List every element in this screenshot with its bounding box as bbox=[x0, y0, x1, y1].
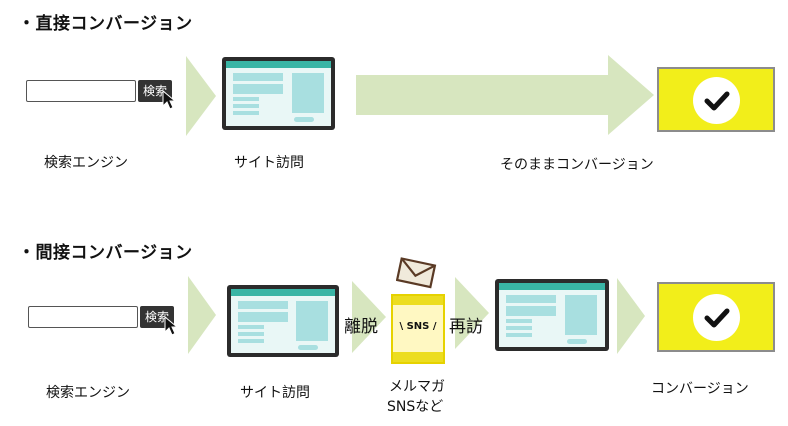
sns-card: \ SNS / bbox=[391, 294, 445, 364]
label-conversion-indirect: コンバージョン bbox=[651, 381, 749, 397]
arrow-final bbox=[617, 278, 645, 354]
arrow-leave bbox=[352, 281, 386, 353]
site-tablet-direct bbox=[222, 57, 335, 130]
sns-card-text: \ SNS / bbox=[399, 321, 437, 332]
arrow-direct-long bbox=[356, 55, 654, 135]
label-search-engine-indirect: 検索エンジン bbox=[46, 385, 130, 401]
revisit-tablet bbox=[495, 279, 609, 351]
arrow-direct-1 bbox=[186, 56, 216, 136]
cursor-icon bbox=[162, 90, 177, 110]
search-engine-indirect: 検索 bbox=[28, 304, 188, 344]
envelope-icon bbox=[396, 257, 437, 289]
check-icon bbox=[704, 91, 730, 111]
label-conversion-direct: そのままコンバージョン bbox=[500, 157, 654, 173]
site-tablet-indirect bbox=[227, 285, 339, 357]
conversion-direct bbox=[657, 67, 775, 132]
search-input bbox=[28, 306, 138, 328]
indirect-heading: ・間接コンバージョン bbox=[18, 243, 193, 263]
cursor-icon bbox=[164, 316, 179, 336]
check-icon bbox=[704, 308, 730, 328]
label-leave: 離脱 bbox=[344, 317, 378, 337]
search-engine-direct: 検索 bbox=[26, 78, 186, 118]
label-search-engine-direct: 検索エンジン bbox=[44, 155, 128, 171]
label-site-visit-direct: サイト訪問 bbox=[234, 155, 304, 171]
label-mail-sns-line2: SNSなど bbox=[387, 399, 444, 415]
label-revisit: 再訪 bbox=[449, 317, 483, 337]
conversion-indirect bbox=[657, 282, 775, 352]
search-input bbox=[26, 80, 136, 102]
label-site-visit-indirect: サイト訪問 bbox=[240, 385, 310, 401]
arrow-revisit bbox=[455, 277, 489, 349]
arrow-indirect-1 bbox=[188, 276, 216, 354]
label-mail-sns-line1: メルマガ bbox=[389, 379, 445, 395]
direct-heading: ・直接コンバージョン bbox=[18, 14, 193, 34]
